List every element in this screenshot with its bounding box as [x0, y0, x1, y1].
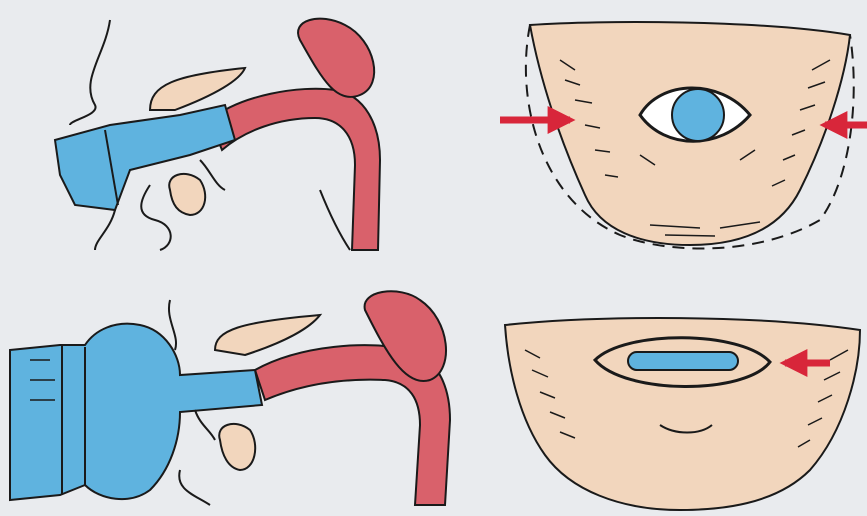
panel-bottom-left-sagittal — [10, 291, 450, 505]
airway-trachea — [210, 89, 380, 250]
panel-top-left-sagittal — [55, 19, 380, 250]
mask-port-blue — [672, 89, 724, 141]
nasal-concha-lower-bottom — [219, 424, 255, 470]
mouthpiece-front-blue — [628, 352, 738, 370]
nasal-concha-upper — [150, 68, 245, 110]
nasal-concha-lower — [169, 174, 205, 215]
panel-top-right-front — [500, 22, 867, 249]
airway-pharynx-top — [298, 19, 374, 97]
nasal-concha-upper-bottom — [215, 315, 320, 355]
panel-bottom-right-front — [505, 318, 860, 510]
